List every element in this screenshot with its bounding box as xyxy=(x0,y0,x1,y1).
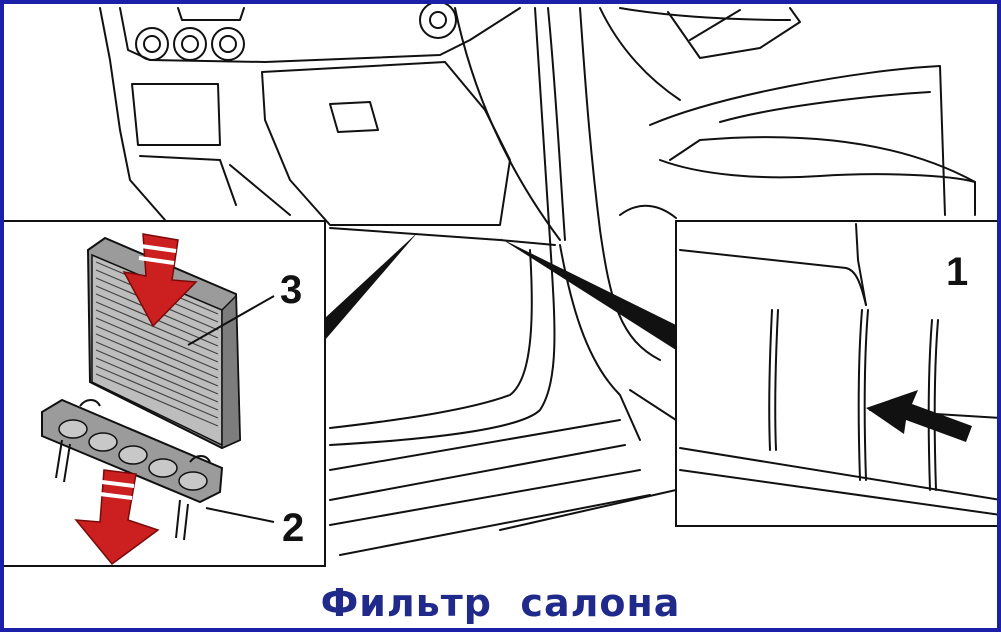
black-arrow-left-icon xyxy=(866,390,972,442)
footwell-scene xyxy=(324,224,677,566)
callout-2: 2 xyxy=(282,506,305,550)
red-striped-arrow-down-icon xyxy=(122,233,198,328)
leader-line-3 xyxy=(187,295,275,346)
red-striped-arrow-down-icon xyxy=(74,469,160,566)
dashboard-scene xyxy=(99,1,976,241)
filter-cover xyxy=(41,398,224,541)
callout-3: 3 xyxy=(280,268,303,312)
leader-line-2 xyxy=(205,507,275,523)
callout-1: 1 xyxy=(946,250,969,294)
pointer-wedge-left xyxy=(325,232,418,340)
caption: Фильтр салона xyxy=(320,581,681,625)
pointer-wedge-right xyxy=(500,238,676,350)
inset-1-frame xyxy=(675,220,1001,527)
